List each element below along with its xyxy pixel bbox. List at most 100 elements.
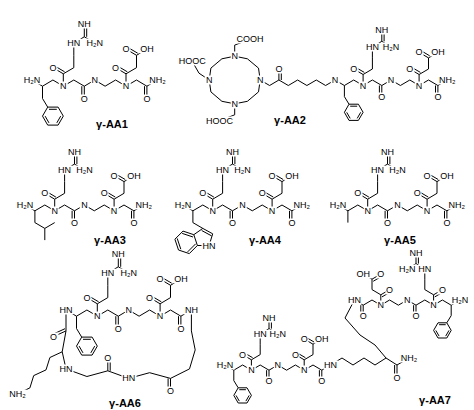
atom-label: H₂N — [329, 201, 348, 210]
bond-line — [202, 231, 212, 236]
bond-line — [43, 99, 48, 108]
atom-label: HN — [121, 374, 136, 383]
atom-label: O — [392, 374, 401, 383]
atom-label: O — [264, 376, 273, 385]
bond-line — [48, 125, 58, 126]
atom-label: O — [176, 324, 185, 333]
bond-line — [447, 316, 451, 323]
bond-line — [428, 58, 429, 69]
atom-label: O — [413, 189, 422, 198]
bond-line — [50, 352, 62, 358]
atom-label: O — [291, 350, 300, 359]
bond-line — [43, 116, 48, 125]
bond-line — [438, 338, 447, 339]
atom-label: O — [82, 293, 91, 302]
bond-line — [313, 344, 314, 354]
atom-label: O — [377, 92, 386, 101]
bond-line — [76, 316, 77, 328]
bond-line — [344, 86, 345, 97]
atom-label: H₂N — [16, 201, 35, 210]
atom-label: H₂N — [233, 165, 252, 174]
bond-line — [233, 370, 234, 380]
atom-label: OH — [439, 171, 455, 180]
bond-line — [97, 298, 108, 304]
bond-line — [126, 68, 137, 74]
bond-line — [77, 337, 82, 346]
bond-line — [348, 205, 358, 211]
atom-label: N — [230, 52, 239, 61]
bond-line — [434, 323, 438, 331]
bond-line — [171, 369, 190, 379]
bond-line — [437, 205, 447, 211]
atom-label: N — [331, 76, 340, 85]
bond-line — [416, 300, 425, 305]
bond-line — [43, 107, 48, 116]
bond-line — [236, 395, 239, 401]
atom-label: OH — [314, 335, 330, 344]
atom-label: N — [429, 301, 438, 310]
atom-label: O — [142, 94, 151, 103]
atom-label: O — [383, 218, 392, 227]
bond-line — [105, 80, 116, 86]
bond-line — [419, 69, 428, 75]
bond-line — [247, 92, 258, 101]
bond-line — [372, 80, 381, 86]
bond-line — [375, 345, 386, 358]
bond-line — [313, 365, 322, 370]
bond-line — [223, 205, 233, 211]
bond-line — [386, 358, 397, 365]
compound-label: γ-AA5 — [383, 235, 417, 246]
bond-line — [368, 193, 378, 199]
bond-line — [55, 193, 65, 199]
atom-label: O — [198, 189, 207, 198]
atom-label: HN — [323, 361, 338, 370]
bond-line — [211, 59, 222, 68]
atom-label: O — [376, 270, 385, 279]
atom-label: O — [359, 311, 368, 320]
bond-line — [357, 112, 361, 118]
atom-label: H₂N — [269, 329, 288, 338]
atom-label: NH₂ — [400, 354, 419, 363]
bond-line — [193, 205, 203, 211]
bond-line — [87, 371, 108, 377]
atom-label: H₂N — [23, 76, 42, 85]
bond-line — [282, 182, 283, 194]
bond-line — [350, 106, 357, 107]
atom-label: NH₂ — [448, 201, 467, 210]
bond-line — [190, 350, 196, 369]
bond-line — [35, 223, 45, 229]
atom-label: HN — [66, 39, 81, 48]
atom-label: NH — [77, 20, 92, 29]
atom-label: O — [268, 171, 277, 180]
bond-line — [42, 86, 43, 98]
atom-label: N — [124, 306, 133, 315]
atom-label: N — [110, 206, 119, 215]
atom-label: O — [411, 311, 420, 320]
bond-line — [30, 376, 34, 388]
bond-line — [349, 120, 358, 121]
atom-label: O — [385, 285, 394, 294]
atom-label: N — [393, 201, 402, 210]
atom-label: O — [111, 63, 120, 72]
bond-line — [342, 358, 353, 365]
bond-line — [438, 322, 447, 323]
bond-line — [191, 331, 195, 350]
atom-label: HN — [100, 268, 115, 277]
atom-label: NH — [225, 148, 240, 157]
atom-label: HN — [253, 329, 268, 338]
bond-line — [358, 112, 363, 120]
bond-line — [239, 389, 246, 390]
bond-line — [234, 395, 238, 403]
atom-label: NH₂ — [148, 76, 167, 85]
bond-line — [192, 211, 193, 223]
bond-line — [424, 279, 425, 289]
bond-line — [307, 80, 316, 86]
atom-label: N — [205, 76, 214, 85]
bond-line — [407, 205, 417, 211]
atom-label: N — [230, 99, 239, 108]
atom-label: O — [415, 48, 424, 57]
bond-line — [298, 80, 307, 86]
atom-label: NH — [262, 314, 277, 323]
atom-label: N — [300, 366, 309, 375]
atom-label: O — [349, 65, 358, 74]
